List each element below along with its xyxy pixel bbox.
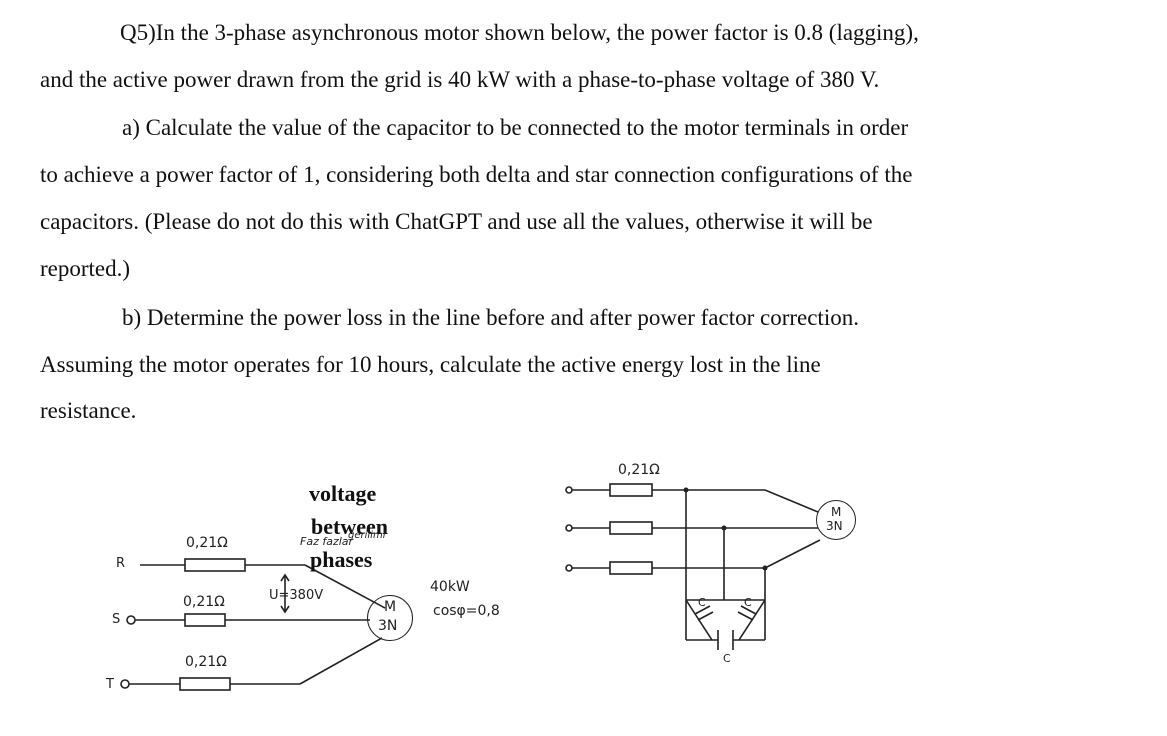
question-line-6: reported.): [40, 256, 131, 281]
capacitor-right-label: C: [744, 596, 752, 609]
question-line-9: resistance.: [40, 398, 137, 423]
power-label: 40kW: [430, 579, 470, 595]
question-line-8: Assuming the motor operates for 10 hours…: [40, 352, 821, 377]
motor-symbol-left: [367, 595, 413, 641]
capacitor-left-label: C: [698, 596, 706, 609]
resistor-right-label: 0,21Ω: [618, 462, 660, 478]
capacitor-bottom-label: C: [723, 652, 731, 665]
voltage-typed-label: voltage: [309, 481, 377, 506]
phases-typed-label: phases: [310, 547, 373, 572]
question-line-2: and the active power drawn from the grid…: [40, 67, 880, 92]
power-factor-label: cosφ=0,8: [433, 603, 500, 619]
phase-r-label: R: [116, 556, 126, 571]
motor-right-3n: 3N: [826, 519, 843, 533]
phase-t-label: T: [106, 677, 114, 692]
motor-symbol-right: [816, 500, 856, 540]
question-line-5: capacitors. (Please do not do this with …: [40, 209, 873, 234]
motor-left-m: M: [384, 599, 397, 615]
phase-s-label: S: [112, 612, 121, 627]
handwritten-note-gerilimi: gerilimi: [348, 530, 386, 541]
question-line-4: to achieve a power factor of 1, consider…: [40, 162, 913, 187]
motor-right-m: M: [831, 505, 842, 519]
between-typed-label: between: [311, 514, 388, 539]
handwritten-note-faz: Faz fazlar: [300, 535, 354, 548]
question-line-3: a) Calculate the value of the capacitor …: [122, 115, 909, 140]
voltage-label: U=380V: [269, 588, 324, 603]
resistor-r-label: 0,21Ω: [186, 535, 228, 551]
resistor-s-label: 0,21Ω: [183, 594, 225, 610]
resistor-t-label: 0,21Ω: [185, 654, 227, 670]
question-line-7: b) Determine the power loss in the line …: [122, 305, 859, 330]
question-line-1: Q5)In the 3-phase asynchronous motor sho…: [120, 20, 919, 45]
motor-left-3n: 3N: [378, 618, 398, 634]
